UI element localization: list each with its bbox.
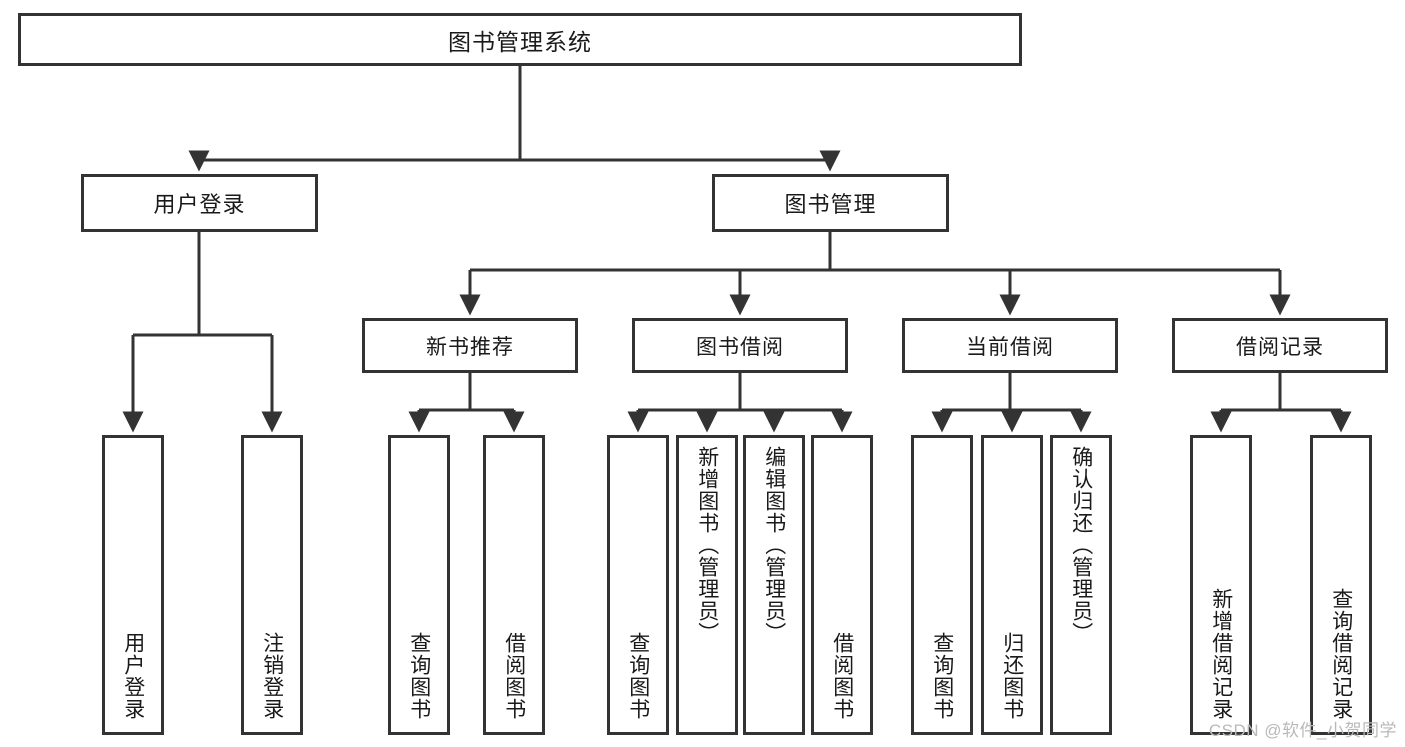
node-leaf-confirm-return-label: 确认归还（管理员）	[1069, 446, 1093, 644]
node-root-label: 图书管理系统	[448, 28, 592, 55]
node-current-borrow[interactable]: 当前借阅	[902, 318, 1118, 373]
node-leaf-user-login[interactable]: 用户登录	[102, 435, 164, 735]
node-borrow-record-label: 借阅记录	[1236, 335, 1324, 359]
node-leaf-query-book-rec[interactable]: 查询图书	[388, 435, 450, 735]
node-leaf-add-record[interactable]: 新增借阅记录	[1190, 435, 1252, 735]
node-leaf-return-book-label: 归还图书	[1000, 632, 1024, 720]
node-leaf-user-login-label: 用户登录	[121, 632, 145, 720]
node-leaf-add-book[interactable]: 新增图书（管理员）	[676, 435, 738, 735]
watermark: CSDN @软件_小贺同学	[1208, 721, 1397, 740]
node-leaf-borrow-book-rec[interactable]: 借阅图书	[483, 435, 545, 735]
node-leaf-confirm-return[interactable]: 确认归还（管理员）	[1050, 435, 1112, 735]
node-leaf-edit-book-label: 编辑图书（管理员）	[762, 446, 786, 644]
node-root[interactable]: 图书管理系统	[18, 13, 1022, 66]
node-book-borrow[interactable]: 图书借阅	[632, 318, 848, 373]
node-user-login-label: 用户登录	[153, 192, 246, 217]
node-current-borrow-label: 当前借阅	[966, 335, 1054, 359]
node-leaf-query-book-cur[interactable]: 查询图书	[911, 435, 973, 735]
node-leaf-user-logout[interactable]: 注销登录	[241, 435, 303, 735]
node-leaf-add-record-label: 新增借阅记录	[1209, 588, 1233, 720]
node-book-borrow-label: 图书借阅	[696, 335, 784, 359]
node-leaf-borrow-book-label: 借阅图书	[830, 632, 854, 720]
node-leaf-borrow-book[interactable]: 借阅图书	[811, 435, 873, 735]
node-borrow-record[interactable]: 借阅记录	[1172, 318, 1388, 373]
node-leaf-query-book-borrow[interactable]: 查询图书	[607, 435, 669, 735]
node-leaf-add-book-label: 新增图书（管理员）	[695, 446, 719, 644]
node-leaf-query-record[interactable]: 查询借阅记录	[1310, 435, 1372, 735]
node-leaf-query-book-rec-label: 查询图书	[407, 632, 431, 720]
node-book-manage-label: 图书管理	[784, 192, 877, 217]
node-new-book-rec[interactable]: 新书推荐	[362, 318, 578, 373]
node-leaf-user-logout-label: 注销登录	[260, 632, 284, 720]
node-leaf-edit-book[interactable]: 编辑图书（管理员）	[743, 435, 805, 735]
node-leaf-borrow-book-rec-label: 借阅图书	[502, 632, 526, 720]
node-user-login[interactable]: 用户登录	[81, 174, 318, 232]
node-leaf-return-book[interactable]: 归还图书	[981, 435, 1043, 735]
node-leaf-query-book-borrow-label: 查询图书	[626, 632, 650, 720]
node-leaf-query-record-label: 查询借阅记录	[1329, 588, 1353, 720]
node-book-manage[interactable]: 图书管理	[712, 174, 949, 232]
node-new-book-rec-label: 新书推荐	[426, 335, 514, 359]
node-leaf-query-book-cur-label: 查询图书	[930, 632, 954, 720]
